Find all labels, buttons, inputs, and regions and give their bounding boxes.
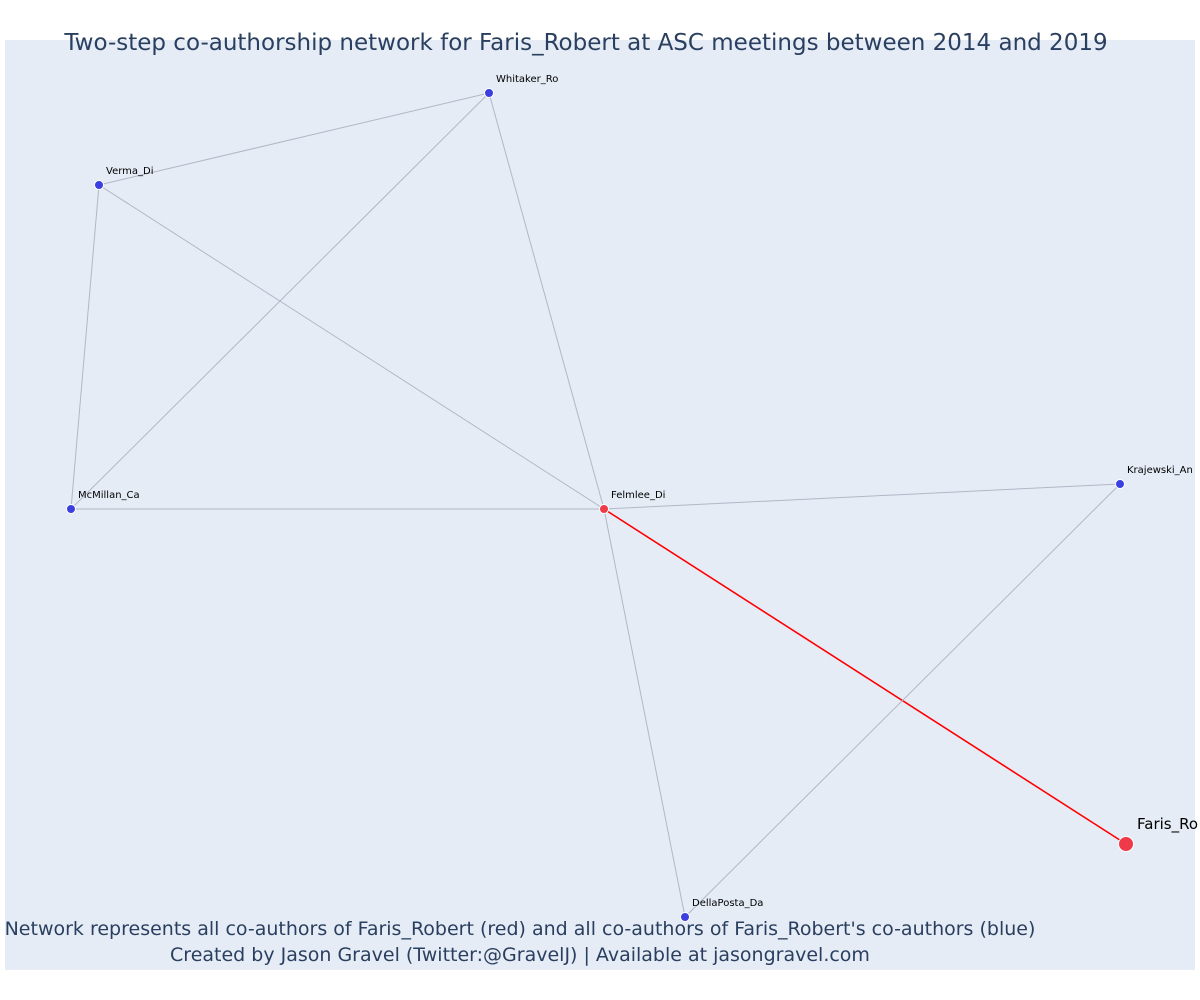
edge-Whitaker_Ro-Verma_Di bbox=[98, 92, 490, 186]
edge-Felmlee_Di-Krajewski_An bbox=[603, 483, 1121, 510]
node-label-Faris_Ro: Faris_Ro bbox=[1137, 815, 1198, 834]
node-McMillan_Ca[interactable] bbox=[66, 504, 76, 514]
edges-layer bbox=[70, 92, 1127, 918]
edge-Whitaker_Ro-McMillan_Ca bbox=[70, 92, 490, 510]
node-label-DellaPosta_Da: DellaPosta_Da bbox=[692, 898, 763, 909]
edge-Felmlee_Di-Whitaker_Ro bbox=[488, 92, 605, 510]
node-Felmlee_Di[interactable] bbox=[599, 504, 609, 514]
edge-Krajewski_An-DellaPosta_Da bbox=[684, 483, 1121, 918]
edge-Felmlee_Di-DellaPosta_Da bbox=[603, 508, 686, 918]
node-label-Krajewski_An: Krajewski_An bbox=[1127, 465, 1193, 476]
node-Krajewski_An[interactable] bbox=[1115, 479, 1125, 489]
node-label-Felmlee_Di: Felmlee_Di bbox=[611, 490, 665, 501]
node-Faris_Ro[interactable] bbox=[1118, 836, 1134, 852]
footer-caption: Network represents all co-authors of Far… bbox=[4, 918, 1036, 940]
labels-layer: Faris_Ro Felmlee_Di Whitaker_RoVerma_DiMcM… bbox=[78, 74, 1198, 909]
node-label-McMillan_Ca: McMillan_Ca bbox=[78, 490, 140, 501]
edge-Felmlee_Di-Verma_Di bbox=[98, 184, 605, 510]
node-label-Verma_Di: Verma_Di bbox=[106, 166, 154, 177]
node-label-Whitaker_Ro: Whitaker_Ro bbox=[496, 74, 558, 85]
plot-area bbox=[5, 40, 1195, 970]
chart-title: Two-step co-authorship network for Faris… bbox=[64, 30, 1108, 56]
footer-credit: Created by Jason Gravel (Twitter:@Gravel… bbox=[170, 944, 870, 966]
node-DellaPosta_Da[interactable] bbox=[680, 912, 690, 922]
edge-Verma_Di-McMillan_Ca bbox=[70, 184, 100, 510]
edge-Faris_Ro-Felmlee_Di bbox=[603, 508, 1127, 845]
node-Verma_Di[interactable] bbox=[94, 180, 104, 190]
node-Whitaker_Ro[interactable] bbox=[484, 88, 494, 98]
nodes-layer bbox=[66, 88, 1134, 922]
